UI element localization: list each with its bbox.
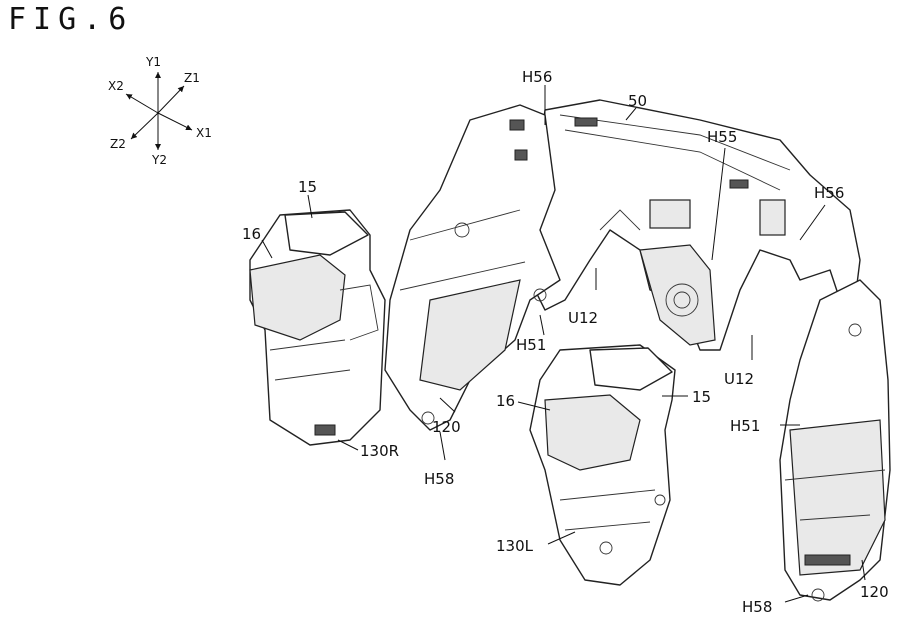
label-15-left: 15 — [298, 178, 317, 196]
label-130r: 130R — [360, 442, 399, 460]
label-u12-left: U12 — [568, 309, 598, 327]
axis-label: Z1 — [184, 71, 200, 85]
label-120-left: 120 — [432, 418, 461, 436]
label-h58-left: H58 — [424, 470, 454, 488]
axis-indicator: Y1 X2 Z1 X1 Z2 Y2 — [108, 55, 212, 167]
label-120-right: 120 — [860, 583, 889, 601]
axis-z1-arrow — [157, 85, 185, 114]
label-h56-left: H56 — [522, 68, 552, 86]
leader-16-left — [261, 239, 273, 259]
leader-120-left — [439, 397, 456, 413]
figure-title: FIG.6 — [8, 2, 134, 37]
label-130l: 130L — [496, 537, 534, 555]
reference-labels: H56 50 H55 H56 U12 H51 U12 H51 15 16 130… — [242, 68, 889, 616]
label-h56-right: H56 — [814, 184, 844, 202]
label-16-left: 16 — [242, 225, 261, 243]
controller-unit-130l — [529, 344, 676, 586]
leader-130r — [337, 439, 359, 451]
controller-unit-130r — [249, 209, 386, 446]
leader-lines — [261, 85, 866, 603]
label-h58-right: H58 — [742, 598, 772, 616]
axis-z2-arrow — [130, 112, 159, 140]
leader-h55 — [711, 147, 726, 261]
leader-16-center — [517, 401, 551, 411]
axis-x1-arrow — [157, 112, 193, 131]
leader-h58-left — [439, 431, 446, 461]
axis-x2-arrow — [125, 93, 159, 114]
leader-130l — [547, 531, 576, 545]
frame-50 — [534, 99, 861, 351]
label-15-center: 15 — [692, 388, 711, 406]
leader-h51-left — [539, 314, 545, 336]
label-16-center: 16 — [496, 392, 515, 410]
label-h51-left: H51 — [516, 336, 546, 354]
label-50: 50 — [628, 92, 647, 110]
grip-housing-left — [384, 104, 561, 431]
leader-h58-right — [784, 594, 809, 603]
axis-label: Y2 — [151, 153, 167, 167]
axis-label: X2 — [108, 79, 124, 93]
grip-housing-right — [779, 279, 891, 602]
axis-label: Y1 — [145, 55, 161, 69]
leader-120-right — [861, 559, 866, 581]
axis-label: X1 — [196, 126, 212, 140]
label-u12-right: U12 — [724, 370, 754, 388]
axis-label: Z2 — [110, 137, 126, 151]
leader-50 — [625, 107, 637, 121]
leader-h56-right — [799, 204, 826, 241]
label-h55: H55 — [707, 128, 737, 146]
label-h51-right: H51 — [730, 417, 760, 435]
leader-15-left — [307, 194, 313, 219]
